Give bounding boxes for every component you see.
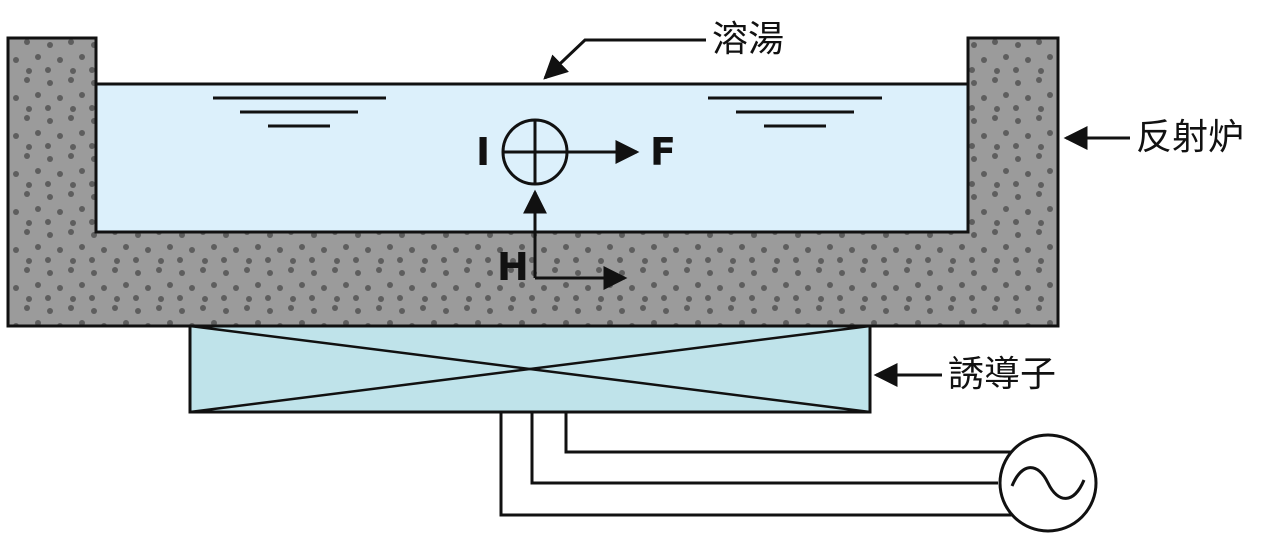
current-direction-symbol (501, 118, 569, 186)
left-surface-mark (213, 96, 386, 128)
field-symbol-label: H (497, 245, 529, 289)
inductor-label: 誘導子 (948, 354, 1057, 395)
furnace-label: 反射炉 (1136, 117, 1245, 158)
inductor-cross-b (189, 324, 871, 414)
ac-wave-icon (1010, 466, 1086, 500)
force-symbol-label: F (650, 130, 676, 174)
power-wiring (499, 412, 1015, 517)
molten-metal-bath (94, 82, 970, 234)
molten-metal-label: 溶湯 (712, 19, 785, 60)
current-symbol-label: I (476, 130, 491, 174)
molten-metal-leader (543, 38, 706, 80)
right-surface-mark (708, 96, 882, 128)
